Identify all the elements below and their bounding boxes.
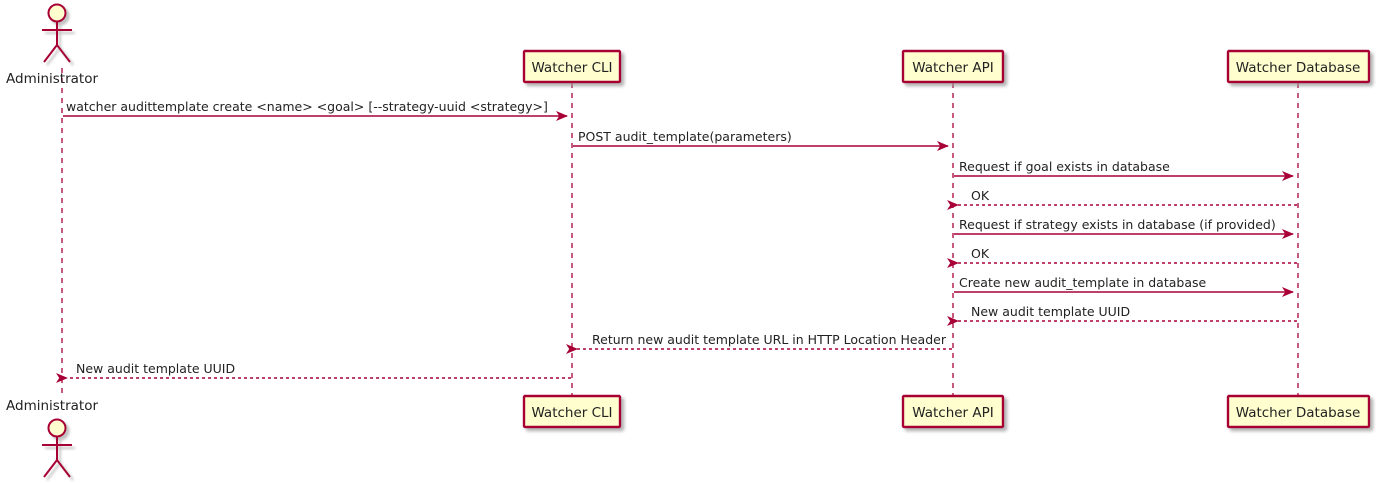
message-label: watcher audittemplate create <name> <goa… <box>66 99 548 114</box>
participant-label-watcher-cli: Watcher CLI <box>531 405 612 421</box>
participant-label-watcher-database: Watcher Database <box>1236 405 1361 421</box>
participant-watcher-database-top[interactable]: Watcher Database <box>1226 49 1371 84</box>
actor-figure-bottom <box>42 418 72 478</box>
message-label: OK <box>971 188 990 203</box>
participant-box[interactable] <box>901 394 1005 429</box>
actor-administrator-bottom[interactable]: Administrator <box>6 398 98 478</box>
message-6[interactable]: OK <box>947 246 1297 268</box>
actor-administrator-top[interactable]: Administrator <box>6 3 98 88</box>
participant-label-watcher-database: Watcher Database <box>1236 60 1361 76</box>
message-8[interactable]: New audit template UUID <box>947 304 1297 326</box>
actor-label-administrator-top: Administrator <box>6 71 98 87</box>
message-label: New audit template UUID <box>76 361 235 376</box>
message-label: OK <box>971 246 990 261</box>
lifelines <box>61 68 1299 396</box>
participant-box[interactable] <box>1226 49 1371 84</box>
actor-label-administrator-bottom: Administrator <box>6 398 98 414</box>
message-7[interactable]: Create new audit_template in database <box>954 275 1294 297</box>
actor-left-leg-line <box>43 459 58 478</box>
message-label: Request if strategy exists in database (… <box>959 217 1276 232</box>
participant-label-watcher-api: Watcher API <box>912 60 994 76</box>
message-label: New audit template UUID <box>971 304 1130 319</box>
participant-box[interactable] <box>522 49 622 84</box>
message-10[interactable]: New audit template UUID <box>56 361 571 383</box>
actor-right-leg-line <box>56 44 71 63</box>
actor-left-leg-line <box>43 44 58 63</box>
actor-right-leg-line <box>56 459 71 478</box>
participant-watcher-database-bottom[interactable]: Watcher Database <box>1226 394 1371 429</box>
message-4[interactable]: OK <box>947 188 1297 210</box>
message-3[interactable]: Request if goal exists in database <box>954 159 1294 181</box>
participant-watcher-cli-bottom[interactable]: Watcher CLI <box>522 394 622 429</box>
message-5[interactable]: Request if strategy exists in database (… <box>954 217 1294 239</box>
participant-label-watcher-cli: Watcher CLI <box>531 60 612 76</box>
message-label: Return new audit template URL in HTTP Lo… <box>592 332 947 347</box>
message-label: POST audit_template(parameters) <box>578 129 792 144</box>
message-2[interactable]: POST audit_template(parameters) <box>573 129 949 151</box>
message-1[interactable]: watcher audittemplate create <name> <goa… <box>63 99 568 121</box>
participant-box[interactable] <box>901 49 1005 84</box>
actor-head-icon <box>47 418 67 438</box>
actor-head-icon <box>47 3 67 23</box>
participant-watcher-cli-top[interactable]: Watcher CLI <box>522 49 622 84</box>
participant-box[interactable] <box>522 394 622 429</box>
message-label: Create new audit_template in database <box>959 275 1206 290</box>
message-label: Request if goal exists in database <box>959 159 1170 174</box>
participant-watcher-api-bottom[interactable]: Watcher API <box>901 394 1005 429</box>
participant-box[interactable] <box>1226 394 1371 429</box>
actor-figure-top <box>42 3 72 63</box>
participant-label-watcher-api: Watcher API <box>912 405 994 421</box>
participant-watcher-api-top[interactable]: Watcher API <box>901 49 1005 84</box>
message-9[interactable]: Return new audit template URL in HTTP Lo… <box>566 332 952 354</box>
messages: watcher audittemplate create <name> <goa… <box>56 99 1297 383</box>
